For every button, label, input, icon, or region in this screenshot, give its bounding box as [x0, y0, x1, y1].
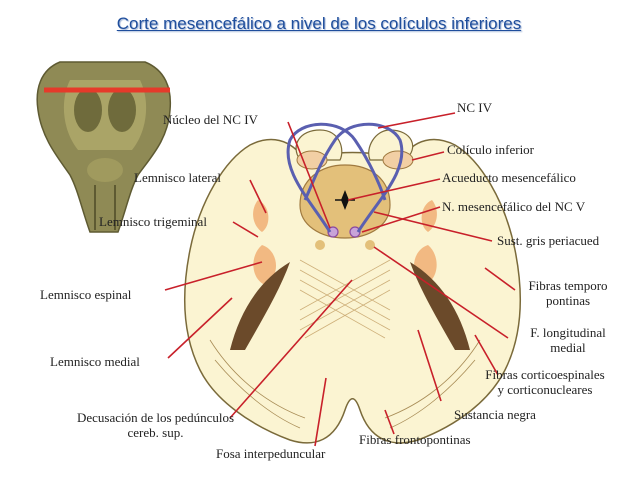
label-n-mesencefalico: N. mesencefálico del NC V — [442, 199, 586, 214]
label-sust-gris: Sust. gris periacued — [497, 233, 600, 248]
brainstem-thumbnail — [36, 61, 172, 233]
label-f-longitudinal-line2: medial — [550, 340, 586, 355]
label-decusacion-line2: cereb. sup. — [127, 425, 184, 440]
label-coliculo-inferior: Colículo inferior — [447, 142, 535, 157]
label-fibras-temporo-line2: pontinas — [545, 293, 591, 308]
pointer-lines — [164, 112, 516, 447]
label-fosa-interpeduncular: Fosa interpeduncular — [216, 446, 326, 461]
label-nc-iv: NC IV — [457, 100, 493, 115]
label-acueducto: Acueducto mesencefálico — [442, 170, 576, 185]
label-lemnisco-medial: Lemnisco medial — [50, 354, 140, 369]
label-nucleo-nc-iv: Núcleo del NC IV — [163, 112, 258, 127]
nc-iv-nerve-right — [303, 122, 404, 233]
label-decusacion-line1: Decusación de los pedúnculos — [76, 410, 235, 425]
label-f-longitudinal-line1: F. longitudinal — [530, 325, 606, 340]
midbrain-section — [184, 122, 521, 444]
label-fibras-cortico-line2: y corticonucleares — [497, 382, 593, 397]
label-f-longitudinal-medial: F. longitudinal medial — [510, 325, 626, 355]
label-sustancia-negra: Sustancia negra — [454, 407, 536, 422]
label-fibras-cortico-line1: Fibras corticoespinales — [485, 367, 605, 382]
label-lemnisco-trigeminal: Lemnisco trigeminal — [99, 214, 207, 229]
label-lemnisco-lateral: Lemnisco lateral — [134, 170, 221, 185]
nc-iv-nerve-left — [286, 122, 387, 233]
label-fibras-corticoespinales: Fibras corticoespinales y corticonuclear… — [465, 367, 625, 397]
label-fibras-temporopontinas: Fibras temporo pontinas — [513, 278, 623, 308]
label-lemnisco-espinal: Lemnisco espinal — [40, 287, 132, 302]
label-fibras-temporo-line1: Fibras temporo — [528, 278, 608, 293]
label-fibras-frontopontinas: Fibras frontopontinas — [359, 432, 471, 447]
label-decusacion: Decusación de los pedúnculos cereb. sup. — [58, 410, 253, 440]
slide-title: Corte mesencefálico a nivel de los colíc… — [116, 14, 522, 33]
